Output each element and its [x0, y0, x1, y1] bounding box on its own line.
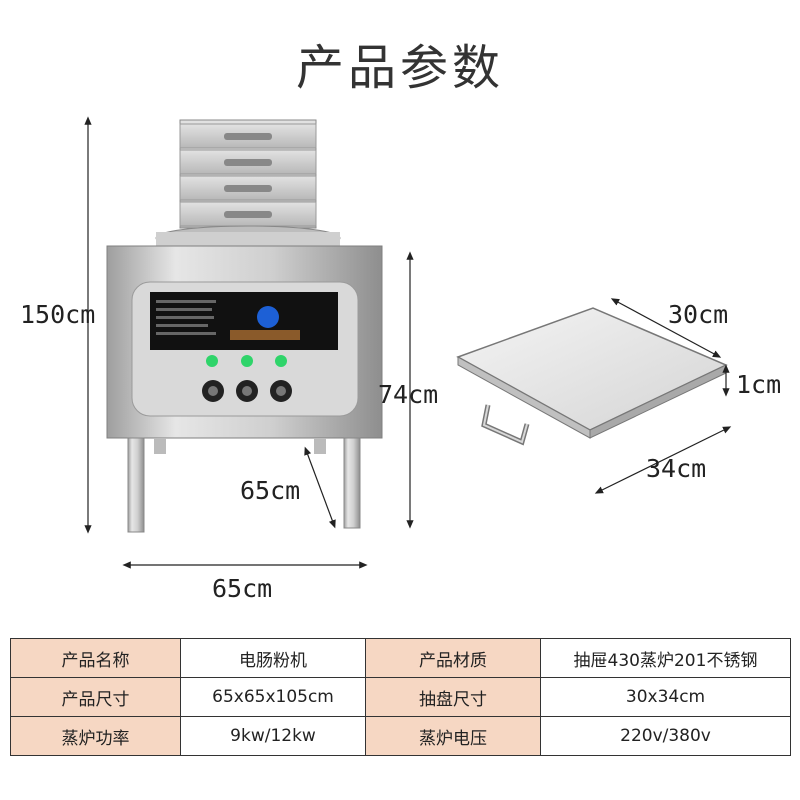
spec-key: 蒸炉功率	[10, 716, 181, 756]
tray-width-label: 30cm	[668, 300, 729, 329]
table-row: 产品尺寸 65x65x105cm 抽盘尺寸 30x34cm	[10, 677, 791, 717]
spec-value: 30x34cm	[540, 677, 791, 717]
spec-value: 抽屉430蒸炉201不锈钢	[540, 638, 791, 678]
spec-key: 产品尺寸	[10, 677, 181, 717]
spec-key: 抽盘尺寸	[365, 677, 541, 717]
table-row: 蒸炉功率 9kw/12kw 蒸炉电压 220v/380v	[10, 716, 791, 756]
spec-key: 产品材质	[365, 638, 541, 678]
tray-height-label: 1cm	[736, 370, 782, 399]
steamer-body	[106, 245, 383, 439]
spec-value: 220v/380v	[540, 716, 791, 756]
spec-table: 产品名称 电肠粉机 产品材质 抽屉430蒸炉201不锈钢 产品尺寸 65x65x…	[10, 638, 791, 756]
total-height-label: 150cm	[20, 300, 96, 329]
page-title: 产品参数	[295, 40, 504, 96]
depth-label: 65cm	[240, 476, 301, 505]
spec-value: 9kw/12kw	[180, 716, 366, 756]
body-height-label: 74cm	[378, 380, 439, 409]
spec-key: 产品名称	[10, 638, 181, 678]
table-row: 产品名称 电肠粉机 产品材质 抽屉430蒸炉201不锈钢	[10, 638, 791, 678]
steamer-drawers	[179, 119, 317, 229]
spec-value: 电肠粉机	[180, 638, 366, 678]
product-illustration	[84, 116, 732, 569]
spec-key: 蒸炉电压	[365, 716, 541, 756]
spec-value: 65x65x105cm	[180, 677, 366, 717]
tray-length-label: 34cm	[646, 454, 707, 483]
width-label: 65cm	[212, 574, 273, 603]
